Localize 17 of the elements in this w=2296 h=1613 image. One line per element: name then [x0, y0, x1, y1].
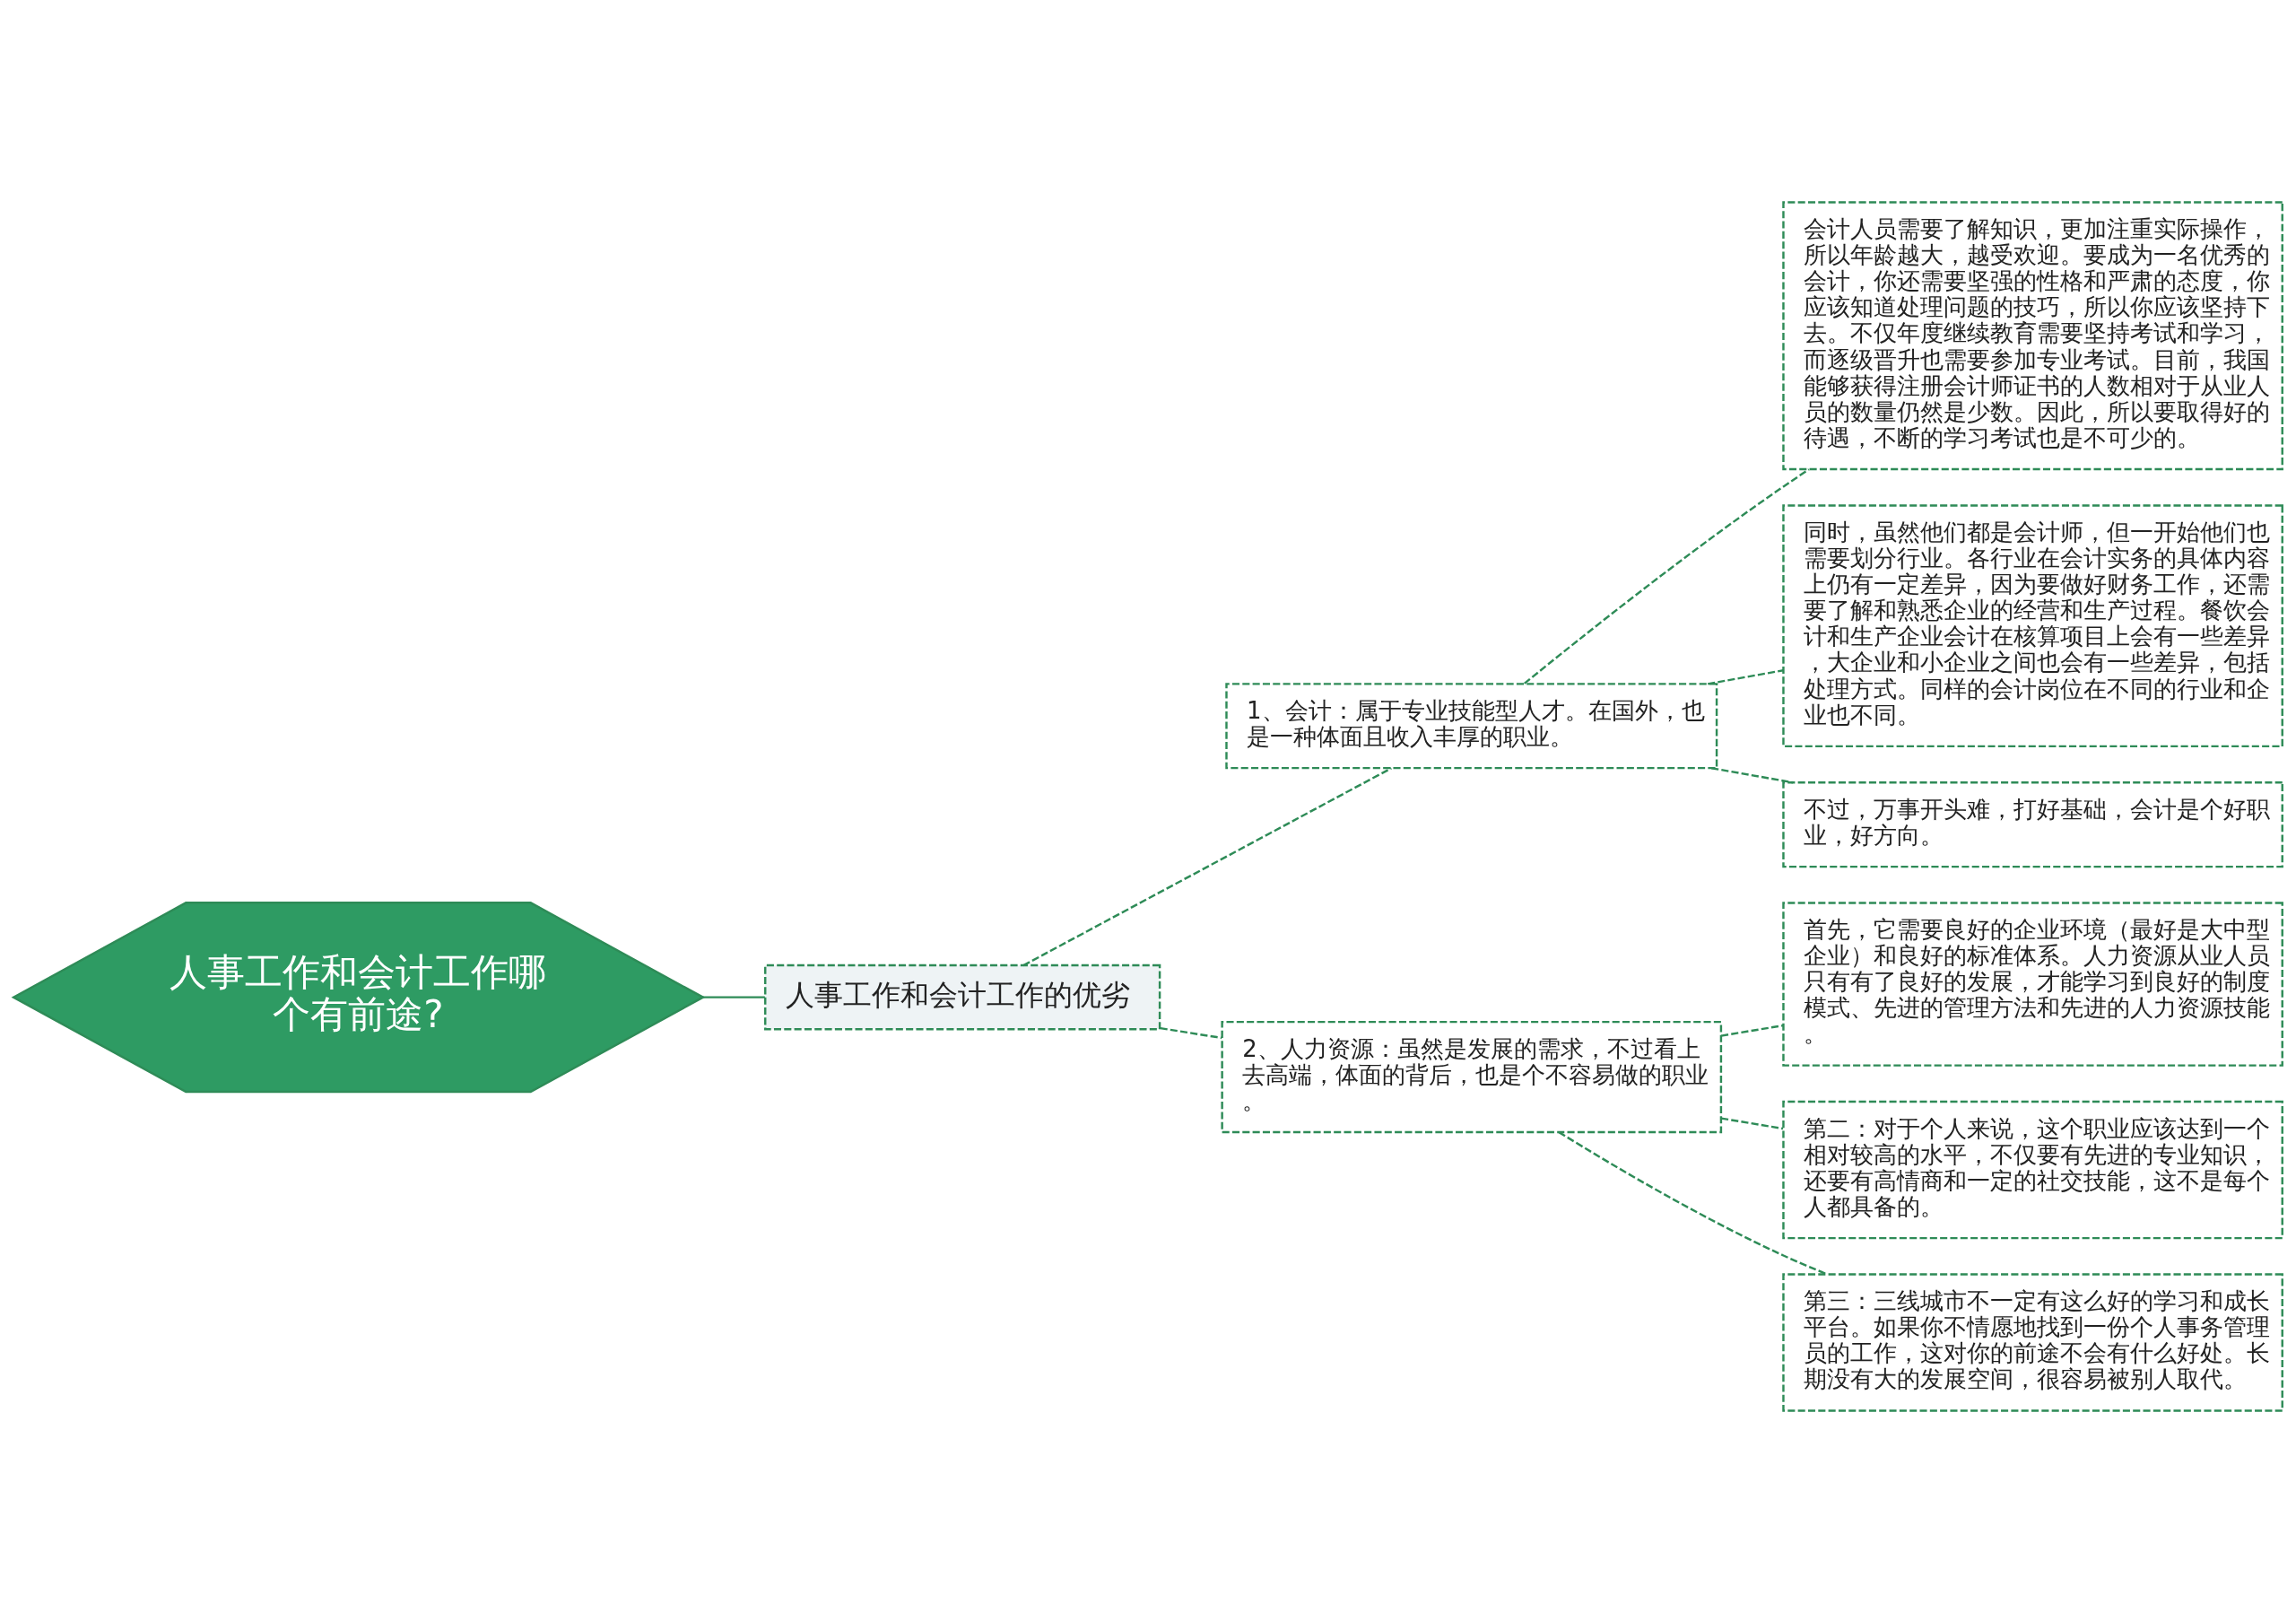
node-box: 2、人力资源：虽然是发展的需求，不过看上去高端，体面的背后，也是个不容易做的职业。 [1221, 1020, 1723, 1134]
node-box: 第三：三线城市不一定有这么好的学习和成长平台。如果你不情愿地找到一份个人事务管理员的工作，这对你的前途不会有什么好处。长期没有大的发展空间，很容易被别人取代。 [1782, 1273, 2283, 1412]
node-box: 不过，万事开头难，打好基础，会计是个好职业，好方向。 [1782, 781, 2283, 868]
connector [1160, 1026, 1222, 1040]
connector [1711, 767, 1794, 784]
node-box: 首先，它需要良好的企业环境（最好是大中型企业）和良好的标准体系。人力资源从业人员只有有了良好的发展，才能学习到良好的制度模式、先进的管理方法和先进的人力资源技能。 [1782, 902, 2283, 1067]
connector [1022, 767, 1392, 967]
node-box: 会计人员需要了解知识，更加注重实际操作，所以年龄越大，越受欢迎。要成为一名优秀的会计，你还需要坚强的性格和严肃的态度，你应该知道处理问题的技巧，所以你应该坚持下去。不仅年度继续教育需要坚持考试和学习，而逐级晋升也需要参加专业考试。目前，我国能够获得注册会计师证书的人数相对于从业人员的数量仍然是少数。因此，所以要取得好的待遇，不断的学习考试也是不可少的。 [1782, 201, 2283, 471]
connector [1720, 1024, 1784, 1037]
connector [1720, 1117, 1784, 1130]
node-box: 同时，虽然他们都是会计师，但一开始他们也需要划分行业。各行业在会计实务的具体内容上仍有一定差异，因为要做好财务工作，还需要了解和熟悉企业的经营和生产过程。餐饮会计和生产企业会计在核算项目上会有一些差异，大企业和小企业之间也会有一些差异，包括处理方式。同样的会计岗位在不同的行业和企业也不同。 [1782, 504, 2283, 748]
node-box: 人事工作和会计工作的优劣 [764, 963, 1161, 1031]
connector [1707, 669, 1784, 685]
connector [1523, 468, 1810, 684]
node-box: 1、会计：属于专业技能型人才。在国外，也是一种体面且收入丰厚的职业。 [1225, 683, 1718, 770]
node-box: 第二：对于个人来说，这个职业应该达到一个相对较高的水平，不仅要有先进的专业知识，还要有高情商和一定的社交技能，这不是每个人都具备的。 [1782, 1100, 2283, 1240]
connector [702, 996, 765, 998]
